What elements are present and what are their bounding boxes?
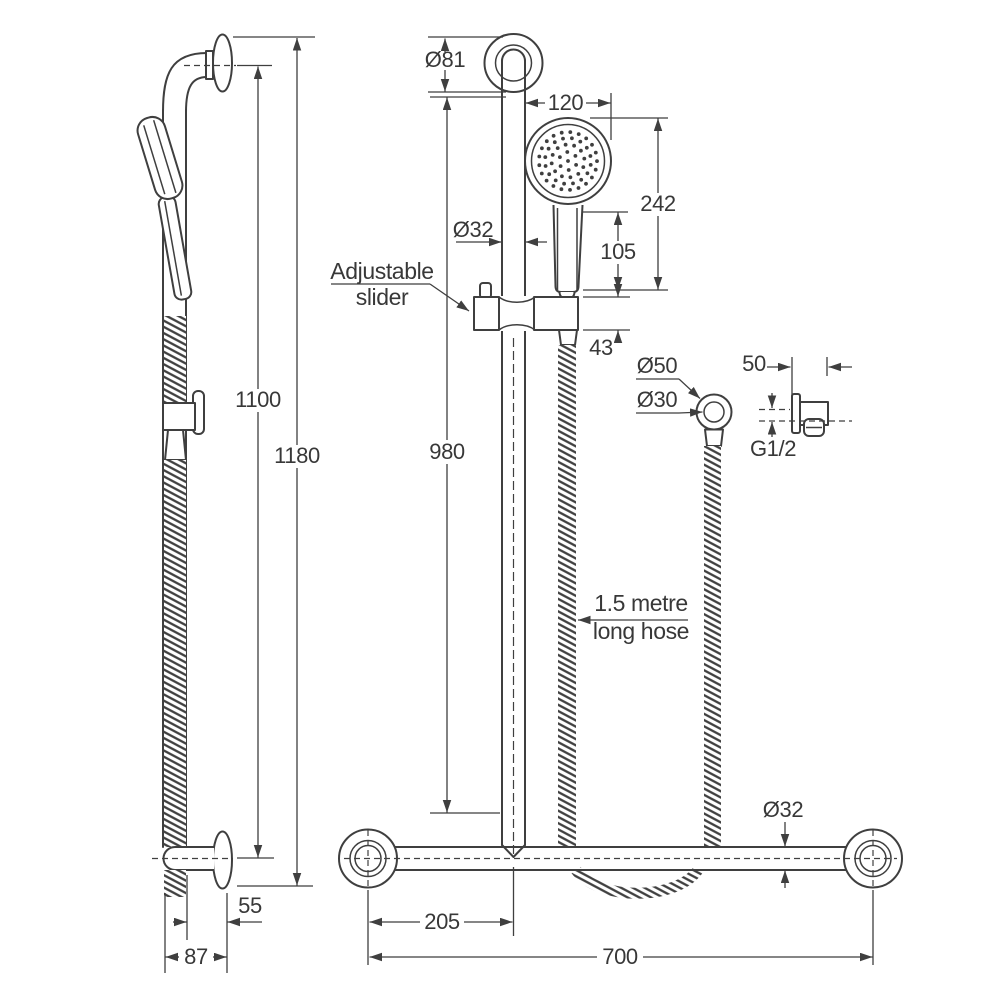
adjustable-slider-line1: Adjustable xyxy=(330,258,433,284)
dim-dia32-rail: Ø32 xyxy=(453,217,547,247)
front-slider xyxy=(473,282,579,331)
front-view: Ø81 980 120 242 105 xyxy=(330,33,903,969)
spray-dots xyxy=(537,130,599,192)
front-hose-loop xyxy=(571,866,703,899)
dim-dia81-label: Ø81 xyxy=(425,47,466,72)
dim-dia50: Ø50 xyxy=(636,353,701,399)
front-rail xyxy=(501,48,526,858)
slider-knob xyxy=(479,282,492,299)
dim-105: 105 xyxy=(583,211,636,290)
dim-43-label: 43 xyxy=(589,335,613,360)
dim-700-label: 700 xyxy=(602,944,638,969)
dim-dia81: Ø81 xyxy=(425,36,506,93)
side-hose-coil-lower xyxy=(164,460,186,847)
dim-1180: 1180 xyxy=(233,36,320,887)
front-wall-elbow-side xyxy=(791,393,829,437)
dim-242: 242 xyxy=(583,117,676,291)
dim-dia32-bar-label: Ø32 xyxy=(763,797,804,822)
front-handle xyxy=(552,204,584,301)
front-flange-right xyxy=(843,828,903,889)
front-hose-nut xyxy=(558,329,578,346)
dim-g12: G1/2 xyxy=(750,393,852,461)
front-hose-coil-right xyxy=(704,446,721,846)
hose-label-line1: 1.5 metre xyxy=(594,590,688,616)
dim-105-label: 105 xyxy=(600,239,636,264)
front-shower-head xyxy=(524,117,612,205)
dim-87-label: 87 xyxy=(184,944,208,969)
slider-right-block xyxy=(533,296,579,331)
dim-1180-label: 1180 xyxy=(274,443,320,468)
dim-205: 205 xyxy=(367,867,515,965)
dim-87: 87 xyxy=(164,893,227,973)
dim-1100-label: 1100 xyxy=(235,387,281,412)
slider-left-block xyxy=(473,296,500,331)
label-adjustable-slider: Adjustable slider xyxy=(330,258,470,312)
front-bottom-bar xyxy=(338,828,903,899)
dim-980-label: 980 xyxy=(429,439,465,464)
dim-55: 55 xyxy=(173,875,262,973)
side-hose-coil-upper xyxy=(164,316,186,404)
front-hose-coil-left xyxy=(558,345,576,846)
dim-dia30-label: Ø30 xyxy=(637,387,678,412)
dim-dia32-rail-label: Ø32 xyxy=(453,217,494,242)
dim-120-label: 120 xyxy=(548,90,584,115)
dim-205-label: 205 xyxy=(424,909,460,934)
dim-120: 120 xyxy=(525,90,612,140)
dim-242-label: 242 xyxy=(640,191,676,216)
dim-dia32-bar: Ø32 xyxy=(763,797,804,888)
side-hand-shower-head xyxy=(136,115,184,201)
side-wall-flange-bottom xyxy=(212,830,233,890)
side-slider xyxy=(162,402,196,431)
dim-50-label: 50 xyxy=(742,351,766,376)
adjustable-slider-line2: slider xyxy=(356,284,409,310)
hose-label-line2: long hose xyxy=(593,618,689,644)
side-view: 1100 1180 55 87 xyxy=(136,33,320,973)
side-hose-connector xyxy=(164,429,187,461)
dim-50: 50 xyxy=(742,351,852,400)
dim-dia30: Ø30 xyxy=(636,387,703,417)
side-wall-flange-top xyxy=(212,33,233,93)
dim-g12-label: G1/2 xyxy=(750,436,796,461)
dim-43: 43 xyxy=(583,284,630,360)
dim-700: 700 xyxy=(369,890,874,969)
side-hose-coil-tail xyxy=(164,870,186,897)
dim-980: 980 xyxy=(429,96,506,814)
front-wall-flange-top xyxy=(483,33,544,93)
dim-dia50-label: Ø50 xyxy=(637,353,678,378)
front-wall-elbow-front xyxy=(695,393,733,447)
dim-1100: 1100 xyxy=(235,64,281,859)
dim-55-label: 55 xyxy=(238,893,262,918)
label-hose-length: 1.5 metre long hose xyxy=(578,590,689,644)
